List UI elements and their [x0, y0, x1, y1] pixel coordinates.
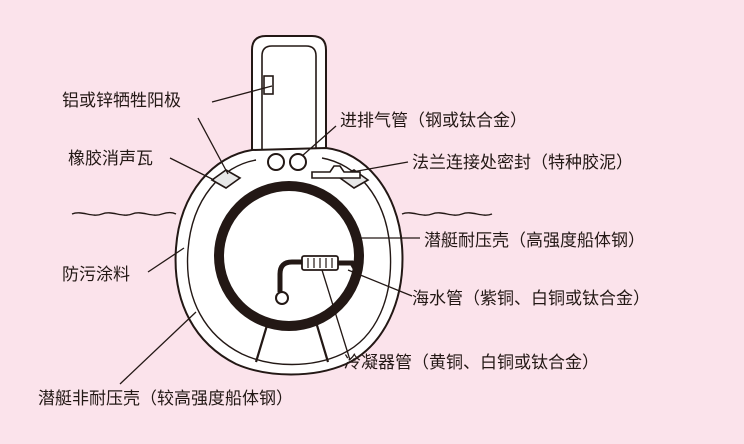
sail-inner [261, 45, 317, 150]
leader-antifouling [147, 247, 185, 273]
vent-pipe-left [267, 153, 285, 171]
pressure-hull [214, 181, 364, 331]
leader-anode-lower [197, 117, 229, 175]
condenser-outlet [338, 260, 359, 272]
label-outer-hull: 潜艇非耐压壳（较高强度船体钢） [38, 389, 293, 409]
label-pressure-hull: 潜艇耐压壳（高强度船体钢） [424, 231, 645, 251]
leader-flange [351, 161, 409, 173]
condenser-tubes [307, 258, 333, 268]
sail-outer [251, 35, 327, 152]
label-vent-pipe: 进排气管（钢或钛合金） [340, 111, 527, 131]
label-antifouling: 防污涂料 [62, 265, 130, 285]
pipe-valve [275, 291, 289, 305]
outer-hull-inner-line [186, 157, 392, 366]
vent-pipe-right [289, 153, 307, 171]
muffler-tile-left [210, 169, 242, 189]
seawater-pipe [277, 259, 302, 292]
label-flange-seal: 法兰连接处密封（特种胶泥） [412, 153, 633, 173]
leader-lines [119, 85, 420, 385]
label-seawater-pipe: 海水管（紫铜、白铜或钛合金） [412, 289, 650, 309]
waterline-left [71, 211, 177, 216]
keel-supports [254, 321, 330, 363]
anode-on-sail [263, 75, 274, 95]
leader-anode [211, 85, 273, 103]
flange-joint [311, 165, 361, 179]
waterline-right [401, 212, 493, 216]
leader-condenser [321, 269, 351, 361]
label-muffler-tile: 橡胶消声瓦 [68, 149, 153, 169]
leader-seawater [347, 269, 413, 297]
leader-vent [301, 125, 337, 157]
label-condenser-pipe: 冷凝器管（黄铜、白铜或钛合金） [344, 353, 599, 373]
leader-outer-hull [119, 311, 197, 385]
leader-muffler [169, 157, 215, 181]
label-anode: 铝或锌牺牲阳极 [62, 91, 181, 111]
